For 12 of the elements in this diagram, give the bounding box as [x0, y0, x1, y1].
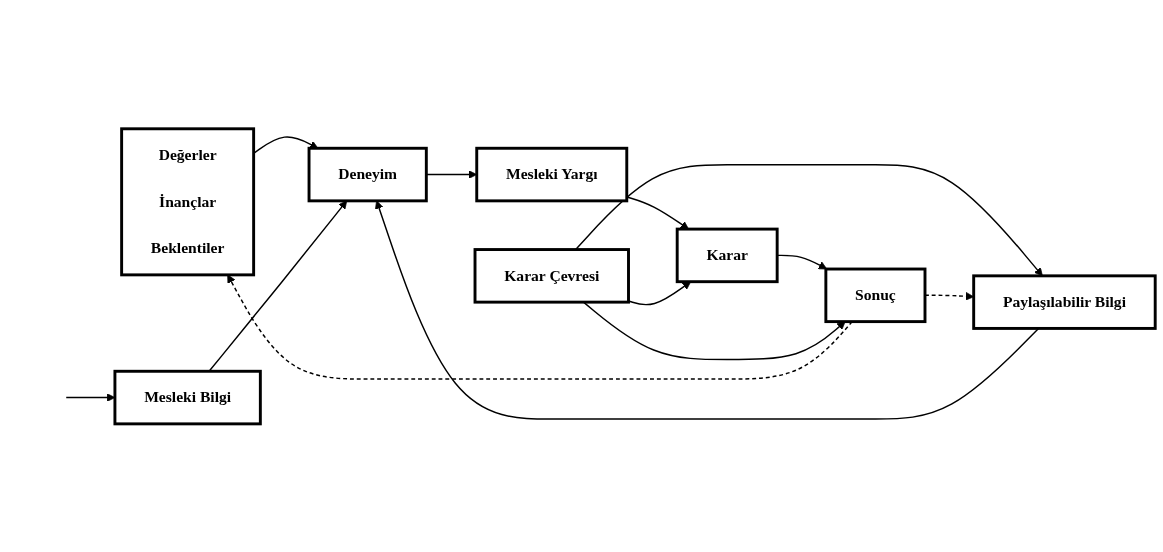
node-box: Karar Çevresi [473, 247, 630, 304]
node-box: Karar [675, 227, 779, 283]
node-box: Mesleki Bilgi [113, 369, 262, 425]
arrow [574, 163, 1043, 276]
node-box: Deneyim [307, 146, 428, 202]
node-box: Sonuç [824, 267, 927, 323]
node-box: Paylaşılabilir Bilgi [972, 274, 1157, 330]
node-box: Değerler İnançlar Beklentiler [120, 127, 256, 276]
arrow [582, 301, 846, 360]
arrow [375, 200, 1040, 420]
node-box: Mesleki Yargı [475, 146, 629, 202]
arrow [227, 274, 853, 380]
